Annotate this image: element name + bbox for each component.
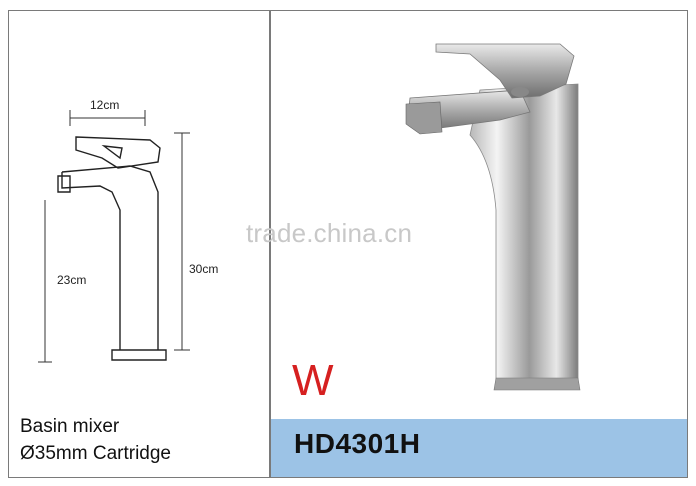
model-bar bbox=[271, 419, 687, 477]
panel-divider bbox=[269, 10, 271, 478]
cartridge-caption: Ø35mm Cartridge bbox=[20, 443, 171, 464]
faucet-handle bbox=[435, 43, 575, 99]
faucet-outline bbox=[57, 136, 167, 361]
watermark-text: trade.china.cn bbox=[246, 218, 413, 248]
product-type-caption: Basin mixer bbox=[20, 416, 120, 437]
faucet-body bbox=[469, 83, 579, 386]
model-number: HD4301H bbox=[294, 428, 421, 459]
faucet-base bbox=[493, 377, 581, 391]
spout-height-label: 23cm bbox=[57, 273, 87, 287]
total-height-label: 30cm bbox=[189, 262, 219, 276]
width-label: 12cm bbox=[90, 98, 120, 112]
finish-code: W bbox=[292, 356, 334, 405]
product-card-frame bbox=[8, 10, 688, 478]
